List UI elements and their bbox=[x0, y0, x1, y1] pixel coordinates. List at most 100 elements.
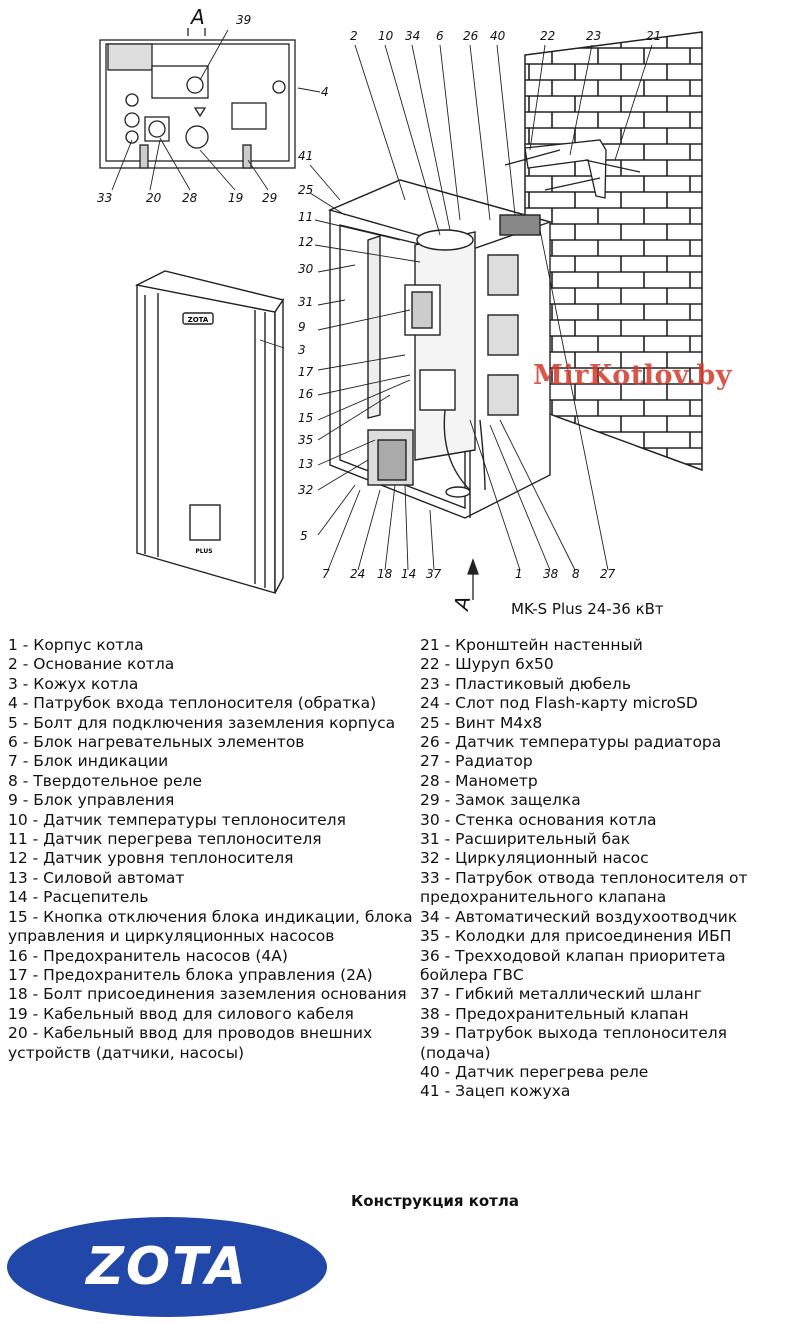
legend-left-item: 16 - Предохранитель насосов (4А) bbox=[8, 946, 288, 965]
callout-24: 24 bbox=[350, 567, 365, 581]
legend-left-item: 12 - Датчик уровня теплоносителя bbox=[8, 849, 294, 868]
callout-3: 3 bbox=[298, 343, 306, 357]
legend-left-item: 5 - Болт для подключения заземления корп… bbox=[8, 713, 396, 732]
callout-11: 11 bbox=[298, 210, 313, 224]
callout-26: 26 bbox=[463, 29, 479, 43]
callout-29: 29 bbox=[262, 191, 277, 205]
callout-32: 32 bbox=[298, 483, 313, 497]
logo-ellipse bbox=[7, 1217, 327, 1317]
legend-left-item: 2 - Основание котла bbox=[8, 655, 175, 674]
callout-17: 17 bbox=[298, 365, 314, 379]
legend-right-item: 33 - Патрубок отвода теплоносителя от пр… bbox=[420, 868, 748, 907]
callout-30: 30 bbox=[298, 262, 314, 276]
legend-right-item: 23 - Пластиковый дюбель bbox=[420, 674, 631, 693]
watermark: MirKotlov.by bbox=[533, 360, 732, 391]
model-label: MK-S Plus 24-36 кВт bbox=[511, 600, 664, 618]
legend-right-item: 31 - Расширительный бак bbox=[420, 830, 631, 849]
view-a-letter-bottom: A bbox=[449, 594, 475, 614]
figure-caption: Конструкция котла bbox=[351, 1192, 519, 1210]
callout-28: 28 bbox=[182, 191, 198, 205]
legend-right-item: 26 - Датчик температуры радиатора bbox=[420, 733, 722, 752]
legend-right-item: 22 - Шуруп 6х50 bbox=[420, 655, 554, 674]
callout-9: 9 bbox=[298, 320, 306, 334]
legend-left-item: 17 - Предохранитель блока управления (2А… bbox=[8, 965, 373, 984]
legend-left-item: 10 - Датчик температуры теплоносителя bbox=[8, 810, 346, 829]
callout-7: 7 bbox=[322, 567, 330, 581]
callout-13: 13 bbox=[298, 457, 313, 471]
legend-left-item: 19 - Кабельный ввод для силового кабеля bbox=[8, 1004, 354, 1023]
legend-right-item: 25 - Винт М4х8 bbox=[420, 713, 543, 732]
callout-6: 6 bbox=[436, 29, 444, 43]
logo-text: ZOTA bbox=[84, 1237, 248, 1297]
cover-badge: ZOTA bbox=[188, 316, 209, 324]
legend-left-item: 11 - Датчик перегрева теплоносителя bbox=[8, 830, 322, 849]
callout-8: 8 bbox=[572, 567, 580, 581]
callout-16: 16 bbox=[298, 387, 314, 401]
zota-logo: ZOTA bbox=[7, 1217, 327, 1317]
brick-wall bbox=[524, 31, 703, 472]
wall-bracket bbox=[504, 139, 641, 199]
legend-right-item: 29 - Замок защелка bbox=[420, 791, 581, 810]
legend-right-item: 21 - Кронштейн настенный bbox=[420, 636, 643, 654]
callout-38: 38 bbox=[543, 567, 559, 581]
callout-37: 37 bbox=[426, 567, 442, 581]
legend-left-item: 14 - Расцепитель bbox=[8, 888, 149, 907]
legend-left-item: 13 - Силовой автомат bbox=[8, 868, 185, 887]
callout-41: 41 bbox=[298, 149, 313, 163]
boiler-body bbox=[327, 179, 553, 519]
callout-21: 21 bbox=[646, 29, 661, 43]
legend-right-item: 39 - Патрубок выхода теплоносителя (пода… bbox=[420, 1024, 727, 1062]
callout-2: 2 bbox=[350, 29, 358, 43]
legend-left-item: 4 - Патрубок входа теплоносителя (обратк… bbox=[8, 694, 377, 713]
legend-left-item: 3 - Кожух котла bbox=[8, 674, 139, 693]
boiler-exploded-diagram: ZOTA PLUS A A bbox=[97, 5, 703, 614]
top-view bbox=[99, 39, 296, 169]
view-a-arrow-top bbox=[187, 28, 206, 36]
legend-right-item: 38 - Предохранительный клапан bbox=[420, 1004, 689, 1023]
callout-1: 1 bbox=[515, 567, 523, 581]
legend-right-item: 27 - Радиатор bbox=[420, 752, 533, 771]
legend-left-item: 20 - Кабельный ввод для проводов внешних… bbox=[8, 1024, 373, 1062]
leader-lines bbox=[111, 29, 653, 571]
legend-left-item: 18 - Болт присоединения заземления основ… bbox=[8, 985, 407, 1004]
callout-12: 12 bbox=[298, 235, 313, 249]
callout-19: 19 bbox=[228, 191, 243, 205]
legend-left-item: 8 - Твердотельное реле bbox=[8, 771, 202, 790]
callout-33: 33 bbox=[97, 191, 112, 205]
legend-left-item: 9 - Блок управления bbox=[8, 791, 175, 810]
legend-right-item: 36 - Трехходовой клапан приоритета бойле… bbox=[420, 946, 726, 984]
view-a-letter-top: A bbox=[189, 5, 205, 29]
callout-10: 10 bbox=[378, 29, 394, 43]
legend-right-item: 40 - Датчик перегрева реле bbox=[420, 1062, 649, 1081]
legend-left-item: 15 - Кнопка отключения блока индикации, … bbox=[8, 907, 413, 946]
callout-20: 20 bbox=[146, 191, 162, 205]
callout-25: 25 bbox=[298, 183, 313, 197]
callout-35: 35 bbox=[298, 433, 313, 447]
callout-22: 22 bbox=[540, 29, 555, 43]
callout-labels: 3 9 4 33 20 28 19 29 2 10 34 6 26 40 22 2… bbox=[97, 13, 661, 581]
callout-31: 31 bbox=[298, 295, 313, 309]
view-a-arrow-bottom bbox=[467, 558, 479, 600]
legend-right-item: 41 - Зацеп кожуха bbox=[420, 1082, 571, 1101]
callout-34: 34 bbox=[405, 29, 420, 43]
legend-right-item: 35 - Колодки для присоединения ИБП bbox=[420, 927, 732, 946]
callout-14: 14 bbox=[401, 567, 416, 581]
legend-right-item: 30 - Стенка основания котла bbox=[420, 810, 657, 829]
legend-left-item: 1 - Корпус котла bbox=[8, 636, 144, 654]
legend-left-item: 7 - Блок индикации bbox=[8, 752, 169, 771]
callout-15: 15 bbox=[298, 411, 313, 425]
callout-27: 27 bbox=[600, 567, 616, 581]
callout-18: 18 bbox=[377, 567, 393, 581]
legend-right-item: 37 - Гибкий металлический шланг bbox=[420, 985, 702, 1004]
legend-right-item: 34 - Автоматический воздухоотводчик bbox=[420, 907, 738, 926]
callout-40: 40 bbox=[490, 29, 506, 43]
legend-right-item: 32 - Циркуляционный насос bbox=[420, 849, 649, 868]
legend-left-item: 6 - Блок нагревательных элементов bbox=[8, 733, 305, 752]
legend-right-item: 24 - Слот под Flash-карту microSD bbox=[420, 694, 698, 713]
callout-5: 5 bbox=[300, 529, 308, 543]
callout-4: 4 bbox=[321, 85, 329, 99]
legend-right-item: 28 - Манометр bbox=[420, 771, 538, 790]
front-cover bbox=[134, 270, 285, 594]
